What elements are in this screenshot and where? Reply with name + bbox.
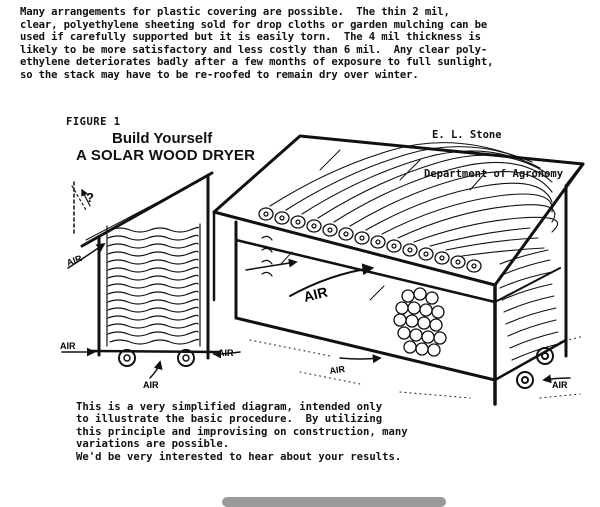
ground-stipple <box>249 335 585 399</box>
intro-line: so the stack may have to be re-roofed to… <box>20 68 419 81</box>
air-label: AIR <box>65 253 83 268</box>
side-wood-stack <box>106 223 201 347</box>
gable-log-ends <box>261 235 273 277</box>
caption-line: to illustrate the basic procedure. By ut… <box>76 413 383 426</box>
intro-line: ethylene deteriorates badly after a few … <box>20 56 494 69</box>
author-name: E. L. Stone <box>432 129 502 141</box>
air-label: AIR <box>552 380 568 390</box>
base-skids <box>516 347 554 389</box>
clearance-question-mark: ? <box>86 190 94 205</box>
top-log-lengths <box>269 142 558 257</box>
log-end-cluster <box>393 287 447 357</box>
author-department: Department of Agronomy <box>424 168 564 180</box>
log-ends-row <box>258 207 482 273</box>
end-stack <box>499 249 559 361</box>
figure-title-line2: A SOLAR WOOD DRYER <box>76 147 256 164</box>
air-label: AIR <box>329 364 346 376</box>
caption-line: We'd be very interested to hear about yo… <box>76 450 402 463</box>
figure-title-line1: Build Yourself <box>112 130 213 147</box>
air-label: AIR <box>60 341 76 351</box>
intro-paragraph: Many arrangements for plastic covering a… <box>20 6 582 82</box>
air-label: AIR <box>143 380 159 390</box>
caption-line: This is a very simplified diagram, inten… <box>76 401 383 413</box>
caption-line: this principle and improvising on constr… <box>76 425 408 438</box>
caption-line: variations are possible. <box>76 438 230 451</box>
perspective-dryer <box>212 134 585 406</box>
air-label: AIR <box>302 284 329 305</box>
figure-label: FIGURE 1 <box>66 116 121 128</box>
side-view-dryer <box>61 171 241 379</box>
figure-caption: This is a very simplified diagram, inten… <box>76 401 516 463</box>
intro-line: clear, polyethylene sheeting sold for dr… <box>20 18 488 31</box>
air-label: AIR <box>218 348 234 358</box>
intro-line: used if carefully supported but it is ea… <box>20 31 481 44</box>
intro-line: likely to be more satisfactory and less … <box>20 43 488 56</box>
intro-line: Many arrangements for plastic covering a… <box>20 6 450 18</box>
author-block: E. L. Stone Department of Agronomy <box>424 103 563 194</box>
bottom-scroll-indicator[interactable] <box>222 497 446 507</box>
